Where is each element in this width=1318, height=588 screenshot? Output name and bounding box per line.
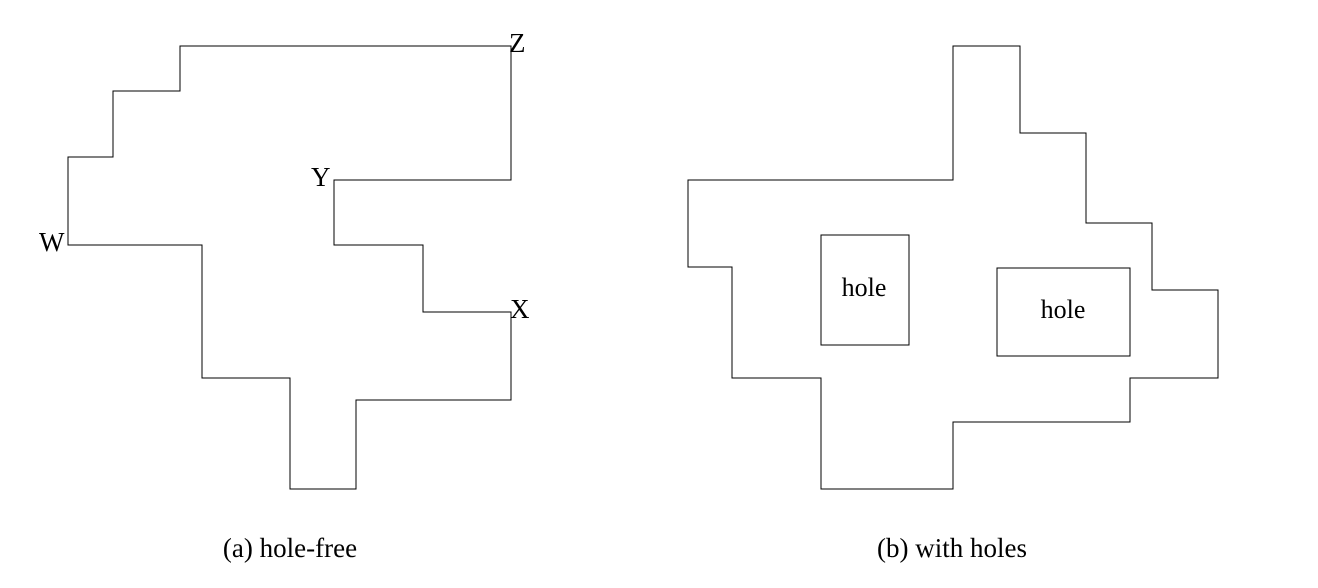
- panel-b: hole hole (b) with holes: [687, 45, 1219, 563]
- caption-a: (a) hole-free: [223, 533, 357, 563]
- vertex-label-y: Y: [311, 162, 331, 192]
- hole-2: [996, 267, 1131, 357]
- hole-label-1: hole: [842, 273, 887, 302]
- hole-1: [820, 234, 910, 346]
- vertex-label-z: Z: [509, 28, 526, 58]
- hole-free-polygon: [67, 45, 512, 490]
- outer-polygon: [687, 45, 1219, 490]
- panel-a: Z Y W X (a) hole-free: [39, 28, 530, 563]
- hole-label-2: hole: [1041, 295, 1086, 324]
- vertex-label-w: W: [39, 227, 65, 257]
- caption-b: (b) with holes: [877, 533, 1027, 563]
- vertex-label-x: X: [510, 294, 530, 324]
